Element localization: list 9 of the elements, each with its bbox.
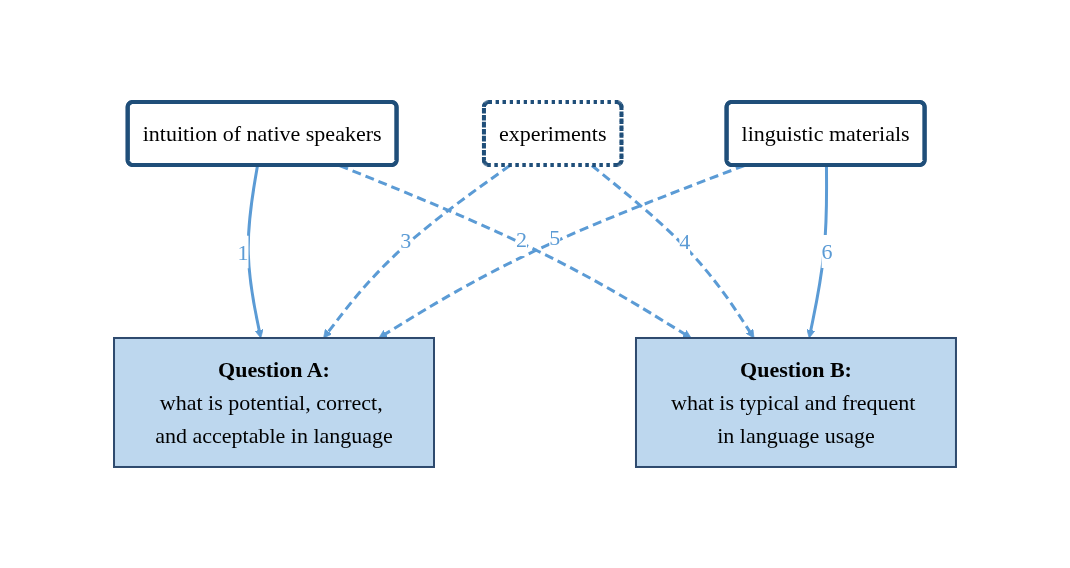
arrow — [246, 164, 264, 338]
edge-label: 3 — [400, 227, 412, 253]
edge-label: 4 — [679, 228, 691, 254]
edge-label: 1 — [237, 239, 249, 265]
edge-label: 6 — [821, 238, 833, 264]
node-box: Question A: what is potential, correct, and acceptable in language — [113, 336, 435, 468]
node-box: Question B: what is typical and frequent in language usage — [635, 336, 957, 468]
edge-label: 5 — [549, 224, 561, 250]
edge-label: 2 — [515, 226, 527, 252]
